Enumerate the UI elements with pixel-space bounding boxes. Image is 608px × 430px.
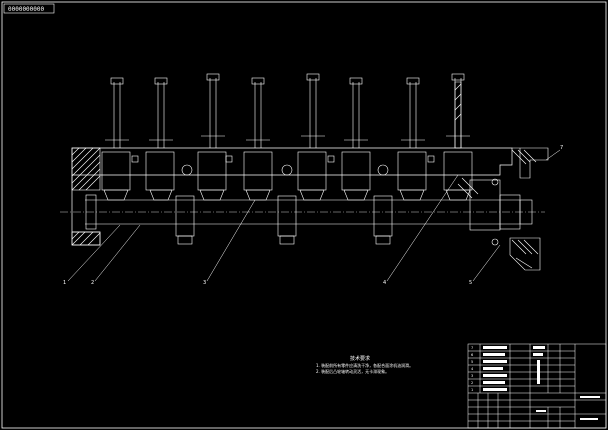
tb-row-6: 6 xyxy=(471,353,473,357)
journals xyxy=(175,164,393,245)
tb-row-4: 4 xyxy=(471,367,474,371)
title-block xyxy=(467,343,607,429)
leader-lines xyxy=(67,149,561,282)
tb-row-7: 7 xyxy=(471,346,473,350)
tb-row-2: 2 xyxy=(471,381,473,385)
notes-title: 技术要求 xyxy=(350,355,370,362)
cam-lobes xyxy=(103,189,471,201)
leader-labels: 1 2 3 4 5 7 xyxy=(63,145,563,286)
leader-label-7: 7 xyxy=(560,145,563,151)
note-line-1: 1. 装配前所有零件应清洗干净，各配合面涂机油润滑。 xyxy=(316,362,413,368)
title-block-numbers: 7 6 5 4 3 2 1 xyxy=(471,346,474,392)
tappets xyxy=(101,151,473,191)
leader-label-5: 5 xyxy=(469,280,472,286)
corner-stamp-text: 0000000000 xyxy=(8,6,45,13)
corner-stamp: 0000000000 xyxy=(3,3,55,14)
valve-stems xyxy=(105,73,470,149)
technical-notes: 技术要求 1. 装配前所有零件应清洗干净，各配合面涂机油润滑。 2. 装配后凸轮… xyxy=(316,355,413,374)
leader-label-3: 3 xyxy=(203,280,206,286)
note-line-2: 2. 装配后凸轮轴转动灵活，无卡滞现象。 xyxy=(316,368,389,374)
fasteners xyxy=(131,155,435,163)
leader-label-2: 2 xyxy=(91,280,94,286)
leader-label-4: 4 xyxy=(383,280,386,286)
left-end-section xyxy=(71,147,101,246)
right-end-section xyxy=(457,147,549,271)
tb-row-1: 1 xyxy=(471,388,473,392)
title-block-text-blocks xyxy=(483,346,600,420)
leader-label-1: 1 xyxy=(63,280,66,286)
camshaft-assembly xyxy=(60,73,549,271)
tb-row-3: 3 xyxy=(471,374,473,378)
tb-row-5: 5 xyxy=(471,360,473,364)
